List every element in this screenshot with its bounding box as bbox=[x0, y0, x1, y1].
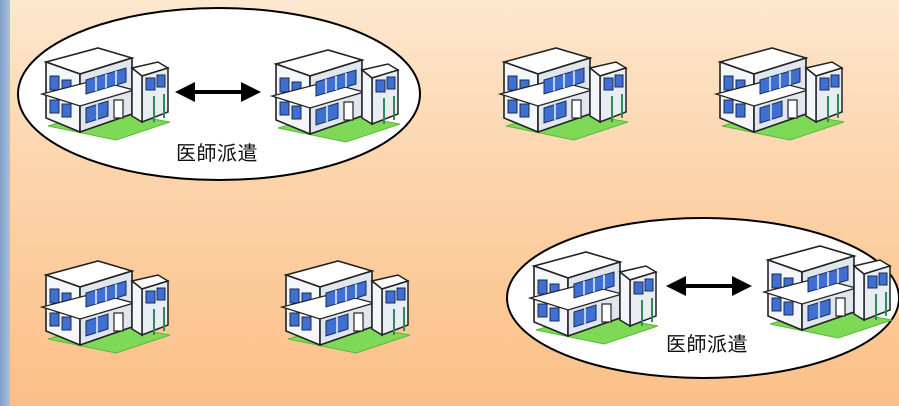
hospital-building-icon bbox=[712, 42, 847, 142]
hospital-building-icon bbox=[526, 246, 661, 346]
hospital-building-icon bbox=[496, 42, 631, 142]
double-headed-arrow-icon bbox=[664, 274, 754, 298]
hospital-building-icon bbox=[268, 44, 403, 144]
hospital-building-icon bbox=[278, 255, 413, 355]
double-headed-arrow-icon bbox=[173, 80, 263, 104]
dispatch-caption: 医師派遣 bbox=[176, 137, 258, 166]
hospital-building-icon bbox=[760, 240, 895, 340]
left-accent-stripe bbox=[0, 0, 10, 406]
hospital-building-icon bbox=[38, 42, 173, 142]
dispatch-caption: 医師派遣 bbox=[666, 328, 748, 357]
hospital-building-icon bbox=[38, 255, 173, 355]
